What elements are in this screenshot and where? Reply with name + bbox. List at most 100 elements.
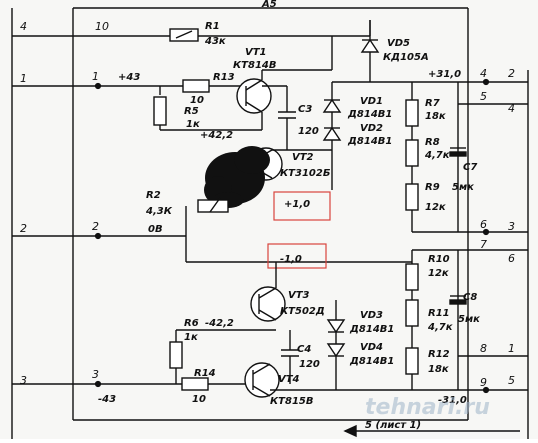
- vt4-emitter: [252, 385, 271, 397]
- vt2-ref: VT2: [292, 152, 314, 163]
- footer-label: 5 (лист 1): [365, 420, 421, 431]
- vd5-body: [360, 38, 380, 53]
- pin-3: 3: [92, 368, 99, 381]
- pin-2: 2: [92, 220, 99, 233]
- vt1-emitter: [245, 101, 263, 113]
- r9-value: 12к: [425, 202, 446, 213]
- terminal-right-6: 6: [508, 252, 515, 265]
- pin-7: 7: [480, 238, 487, 251]
- r2-value: 4,3К: [145, 206, 173, 217]
- rail-0v: 0B: [148, 224, 163, 235]
- c4-value: 120: [299, 359, 320, 370]
- r2-ref: R2: [146, 190, 161, 201]
- terminal-right-5: 5: [508, 374, 515, 387]
- r11-value: 4,7к: [427, 322, 453, 333]
- vd4-body: [326, 343, 346, 358]
- c7-plate-2: [449, 151, 467, 157]
- vt1-ref: VT1: [245, 47, 267, 58]
- r9-body: [405, 183, 419, 211]
- r7-ref: R7: [425, 98, 440, 109]
- r14-value: 10: [192, 394, 206, 405]
- ink-blot: [204, 146, 270, 208]
- r6-value: 1к: [184, 332, 198, 343]
- node-9: [482, 386, 490, 394]
- node-3: [94, 380, 102, 388]
- r6-body: [169, 341, 183, 369]
- vd1-ref: VD1: [360, 96, 383, 107]
- c8-value: 5мк: [458, 314, 480, 325]
- pin-9: 9: [480, 376, 487, 389]
- rail-plus31: +31,0: [428, 69, 461, 80]
- terminal-left-2: 2: [20, 222, 27, 235]
- footer-arrow-head: [343, 424, 357, 438]
- vd2-body: [322, 126, 342, 141]
- node-2: [94, 232, 102, 240]
- rail-minus43: -43: [98, 394, 116, 405]
- r10-ref: R10: [428, 254, 450, 265]
- vd4-ref: VD4: [360, 342, 383, 353]
- terminal-right-1: 1: [508, 342, 515, 355]
- vt3-emitter: [258, 309, 277, 321]
- vt3-value: КТ502Д: [280, 306, 325, 317]
- block-label: A5: [261, 0, 277, 10]
- vt2-value: КТ3102Б: [280, 168, 331, 179]
- vd2-ref: VD2: [360, 123, 383, 134]
- vd3-ref: VD3: [360, 310, 383, 321]
- r11-ref: R11: [428, 308, 450, 319]
- rail-plus422: +42,2: [200, 130, 233, 141]
- terminal-left-3: 3: [20, 374, 27, 387]
- c3-value: 120: [298, 126, 319, 137]
- terminal-right-3: 3: [508, 220, 515, 233]
- annotation-minus-box: [267, 243, 327, 269]
- r7-body: [405, 99, 419, 127]
- r14-body: [181, 377, 209, 391]
- annotation-plus-box: [273, 191, 331, 221]
- c7-value: 5мк: [452, 182, 474, 193]
- r1-mark: [175, 30, 193, 39]
- vd4-value: Д814В1: [349, 356, 394, 367]
- vt1-collector: [245, 79, 263, 91]
- pin-6: 6: [480, 218, 487, 231]
- r8-body: [405, 139, 419, 167]
- r2-wiper: [209, 197, 221, 213]
- rail-minus422: -42,2: [205, 318, 234, 329]
- c8-plate-2: [449, 299, 467, 305]
- vd3-body: [326, 319, 346, 334]
- r6-ref: R6: [184, 318, 199, 329]
- r2-body: [197, 199, 229, 213]
- r8-value: 4,7к: [424, 150, 450, 161]
- node-6: [482, 228, 490, 236]
- r10-value: 12к: [428, 268, 449, 279]
- annotation-minus: -1,0: [280, 254, 302, 265]
- r8-ref: R8: [425, 137, 440, 148]
- terminal-left-1: 1: [20, 72, 27, 85]
- r13-body: [182, 79, 210, 93]
- r12-value: 18к: [428, 364, 449, 375]
- r14-ref: R14: [194, 368, 216, 379]
- watermark: tehnari.ru: [365, 395, 490, 420]
- c4-ref: C4: [297, 344, 311, 355]
- pin-5-top: 5: [480, 90, 487, 103]
- vd5-ref: VD5: [387, 38, 410, 49]
- vd1-value: Д814В1: [347, 109, 392, 120]
- r12-body: [405, 347, 419, 375]
- pin-4: 4: [480, 67, 487, 80]
- node-4: [482, 78, 490, 86]
- rail-minus31: -31,0: [438, 395, 467, 406]
- r11-body: [405, 299, 419, 327]
- vd5-value: КД105А: [383, 52, 429, 63]
- vt4-collector: [252, 363, 271, 375]
- node-1: [94, 82, 102, 90]
- vt1-value: КТ814В: [233, 60, 277, 71]
- r12-ref: R12: [428, 349, 450, 360]
- r5-value: 1к: [186, 119, 200, 130]
- vt4-value: КТ815В: [270, 396, 314, 407]
- r1-ref: R1: [205, 21, 220, 32]
- r5-body: [153, 96, 167, 126]
- terminal-right-4: 4: [508, 102, 515, 115]
- pin-8: 8: [480, 342, 487, 355]
- vt1-symbol: [236, 78, 272, 114]
- r7-value: 18к: [425, 111, 446, 122]
- rail-plus43: +43: [118, 72, 140, 83]
